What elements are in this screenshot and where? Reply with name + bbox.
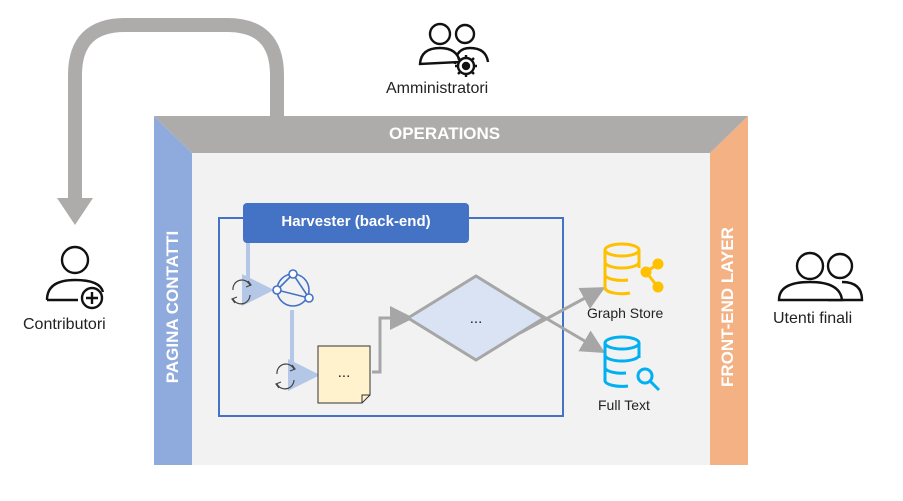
front-end-layer-band <box>710 116 748 465</box>
admins-icon <box>418 22 490 77</box>
end-users-icon <box>777 251 864 302</box>
network-icon <box>272 269 314 307</box>
fulltext-label: Full Text <box>598 397 650 413</box>
decision-to-fulltext-arrow <box>519 301 606 354</box>
flow-line-1 <box>242 243 274 306</box>
flow-line-2 <box>288 310 320 391</box>
document-shape <box>317 345 371 404</box>
end-users-label: Utenti finali <box>773 310 853 327</box>
pagina-contatti-band <box>154 116 192 465</box>
front-end-layer-label: FRONT-END LAYER <box>718 227 737 387</box>
pagina-contatti-label: PAGINA CONTATTI <box>163 230 182 384</box>
decision-label: ... <box>469 310 483 327</box>
admins-label: Amministratori <box>386 80 489 97</box>
refresh-icon <box>275 363 296 390</box>
operations-to-contributors-arrow <box>68 18 284 200</box>
contributors-icon <box>45 245 105 310</box>
decision-to-graph-store-arrow <box>519 287 606 335</box>
fulltext-icon <box>603 335 661 392</box>
operations-band <box>154 116 748 153</box>
refresh-icon <box>231 279 252 305</box>
harvester-title: Harvester (back-end) <box>281 213 431 230</box>
contributors-label: Contributori <box>23 316 106 333</box>
document-label: ... <box>337 364 351 381</box>
operations-band-label: OPERATIONS <box>389 124 501 143</box>
harvester-title-bar <box>243 203 469 243</box>
graph-store-icon <box>603 242 664 296</box>
doc-to-decision-arrow <box>372 306 414 374</box>
operations-arrow-head <box>57 198 93 225</box>
graph-store-label: Graph Store <box>587 305 664 321</box>
